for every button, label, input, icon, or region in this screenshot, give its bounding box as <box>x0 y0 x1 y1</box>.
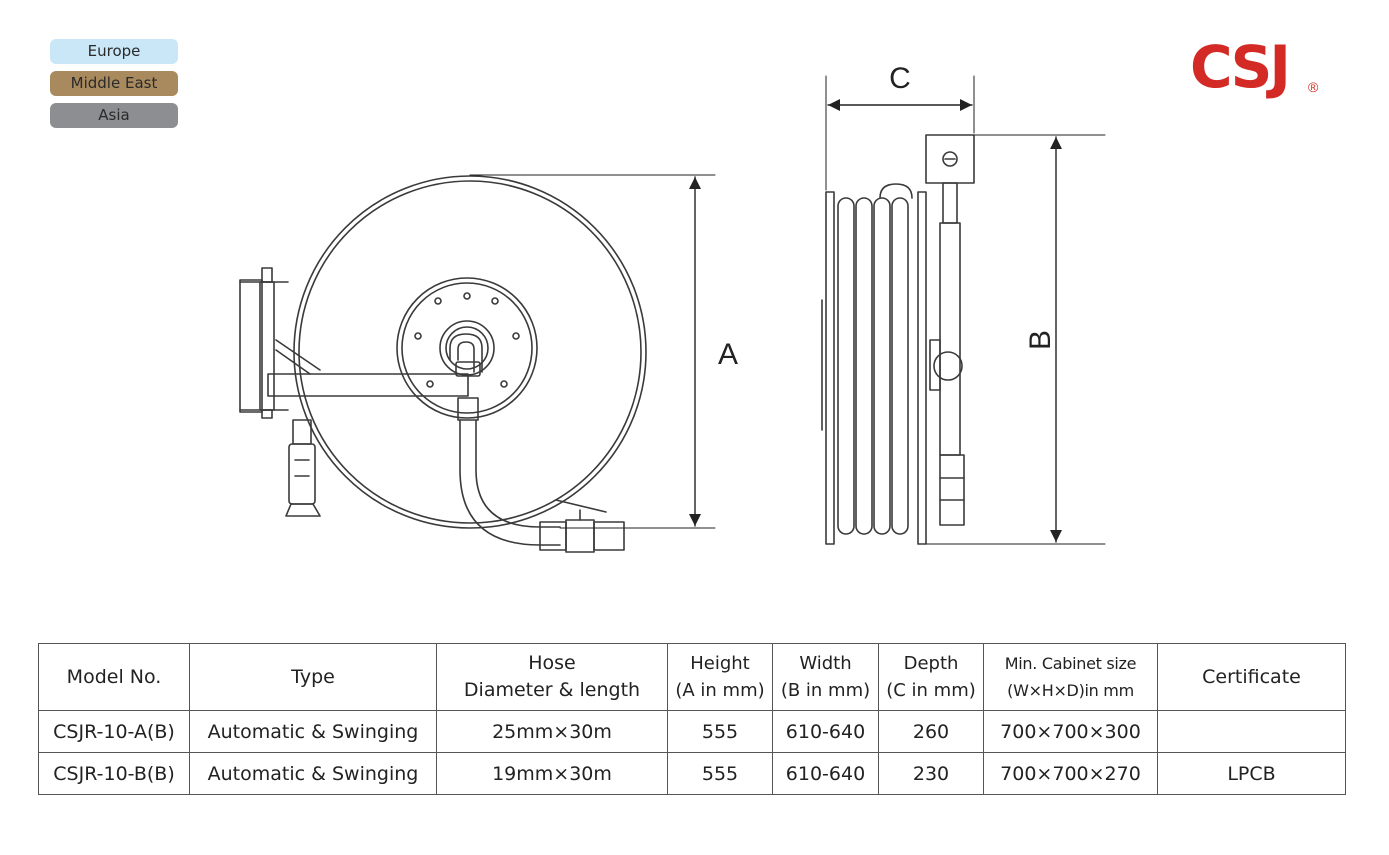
cell-hose: 19mm×30m <box>436 752 668 795</box>
cell-model: CSJR-10-B(B) <box>38 752 190 795</box>
dimension-a <box>469 174 716 529</box>
region-badge-europe: Europe <box>50 39 178 64</box>
registered-mark: ® <box>1308 79 1319 95</box>
header-depth: Depth(C in mm) <box>878 643 984 711</box>
header-model: Model No. <box>38 643 190 711</box>
dimension-b-label: B <box>1024 330 1057 350</box>
region-badge-asia: Asia <box>50 103 178 128</box>
dimension-a-label: A <box>718 338 738 371</box>
dimension-c-label: C <box>889 62 911 95</box>
cell-depth: 260 <box>878 710 984 753</box>
header-certificate: Certificate <box>1157 643 1346 711</box>
table-row: CSJR-10-A(B) Automatic & Swinging 25mm×3… <box>38 710 1346 753</box>
cell-type: Automatic & Swinging <box>189 752 437 795</box>
header-type: Type <box>189 643 437 711</box>
table-row: CSJR-10-B(B) Automatic & Swinging 19mm×3… <box>38 752 1346 795</box>
side-view <box>821 134 975 545</box>
cell-depth: 230 <box>878 752 984 795</box>
dimension-c <box>825 75 975 191</box>
header-cabinet-size: Min. Cabinet size(W×H×D)in mm <box>983 643 1158 711</box>
cell-type: Automatic & Swinging <box>189 710 437 753</box>
cell-height: 555 <box>667 710 773 753</box>
cell-certificate: LPCB <box>1157 752 1346 795</box>
cell-cabinet-size: 700×700×300 <box>983 710 1158 753</box>
dimension-b <box>925 134 1106 545</box>
cell-cabinet-size: 700×700×270 <box>983 752 1158 795</box>
cell-certificate <box>1157 710 1346 753</box>
cell-hose: 25mm×30m <box>436 710 668 753</box>
csj-logo: CSJ ® <box>1190 30 1330 105</box>
cell-model: CSJR-10-A(B) <box>38 710 190 753</box>
header-width: Width(B in mm) <box>772 643 879 711</box>
front-view <box>239 175 647 553</box>
cell-height: 555 <box>667 752 773 795</box>
hose-reel-drawing: A C B <box>239 62 1106 553</box>
logo-text: CSJ <box>1190 33 1291 101</box>
cell-width: 610-640 <box>772 710 879 753</box>
header-height: Height(A in mm) <box>667 643 773 711</box>
cell-width: 610-640 <box>772 752 879 795</box>
region-badge-middle-east: Middle East <box>50 71 178 96</box>
